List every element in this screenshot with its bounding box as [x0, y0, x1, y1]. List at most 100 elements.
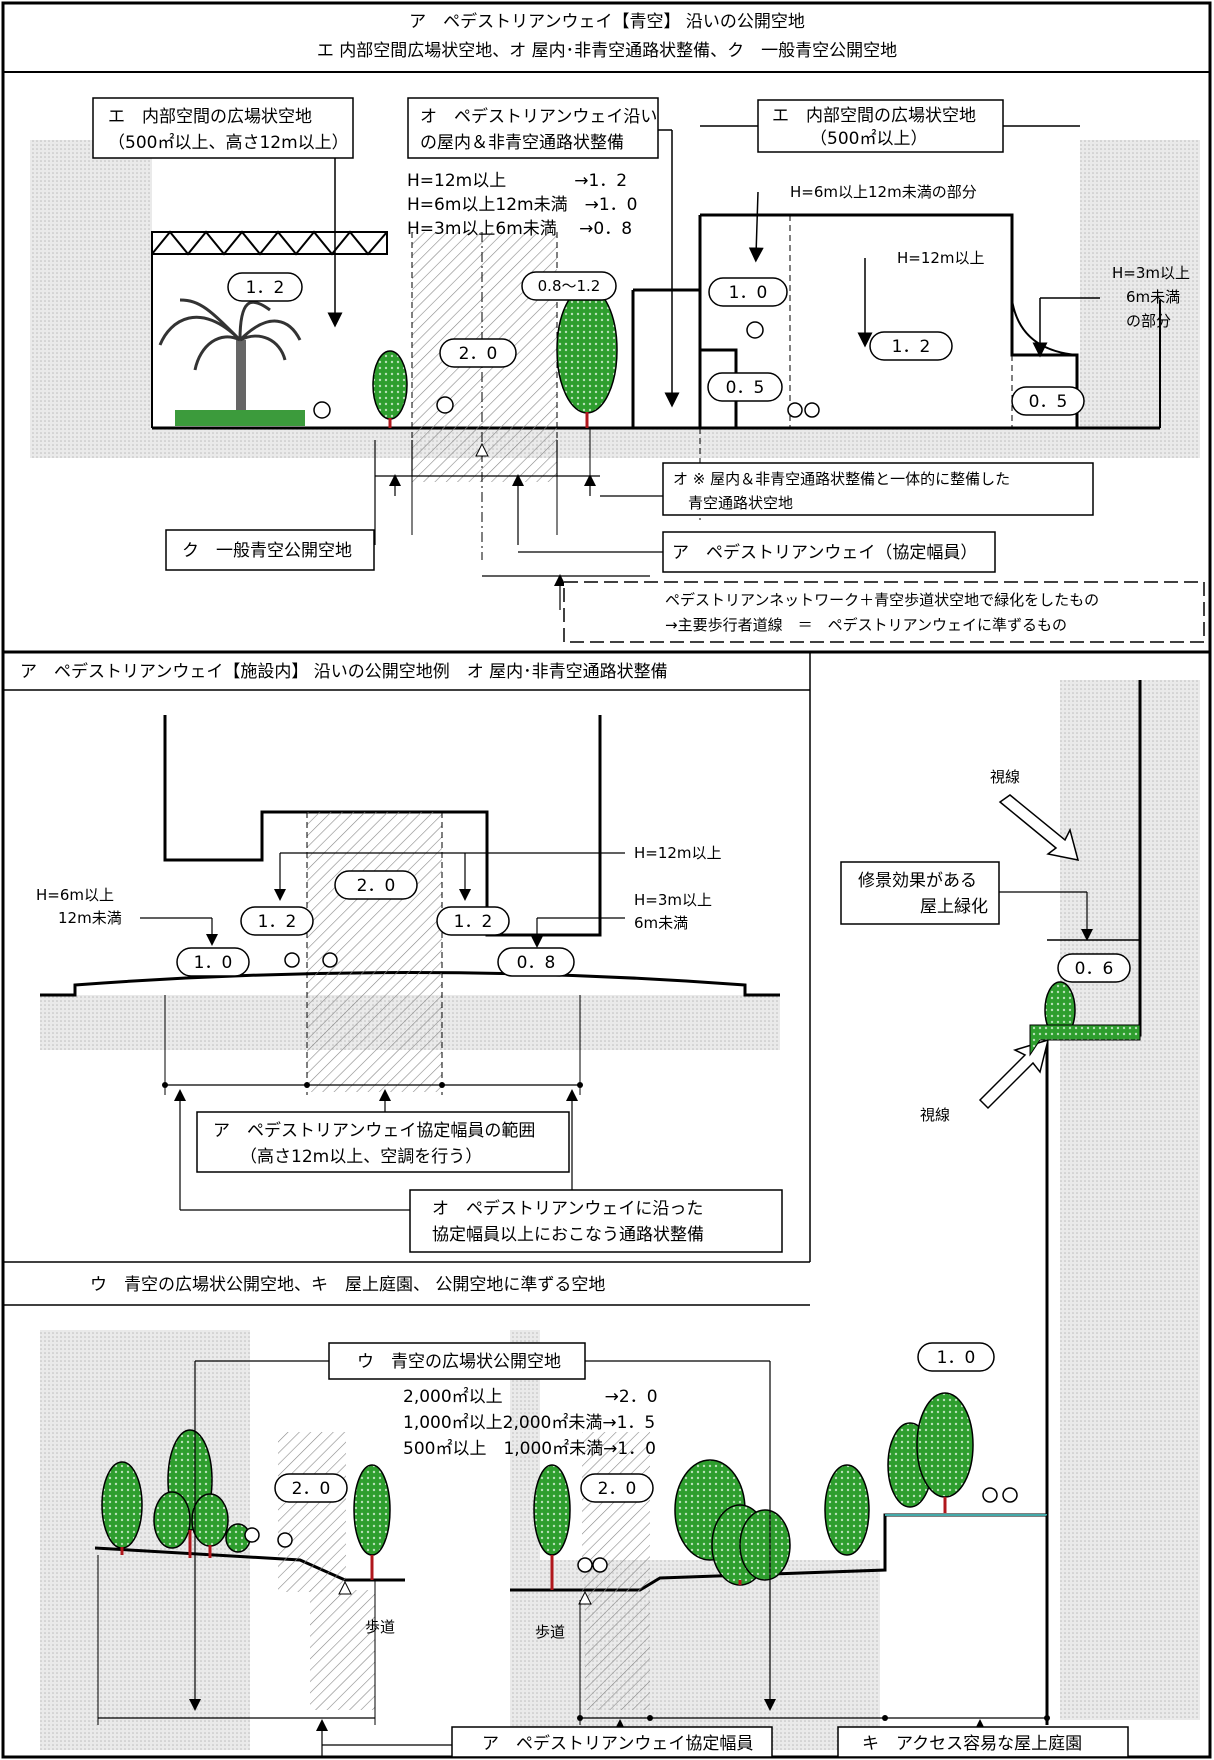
top-title-1: ア ペデストリアンウェイ【青空】 沿いの公開空地: [409, 11, 805, 32]
tree-group-right: [533, 1392, 974, 1590]
h-rule-2: H=6m以上12m未満 →1．0: [407, 195, 637, 215]
bottom-rule-3: 500㎡以上 1,000㎡未満→1．0: [403, 1439, 656, 1459]
tree-icon: [191, 1493, 229, 1547]
box-o-note-line1: オ ※ 屋内＆非青空通路状整備と一体的に整備した: [673, 470, 1010, 488]
tree-icon: [916, 1392, 974, 1498]
label-h12: H=12m以上: [897, 249, 985, 267]
value-1-2: 1．2: [246, 278, 285, 298]
sightline-bottom-label: 視線: [920, 1106, 950, 1124]
bottom-rule-1: 2,000㎡以上 →2．0: [403, 1387, 658, 1407]
mid-box-o-line2: 協定幅員以上におこなう通路状整備: [432, 1225, 704, 1245]
top-ground: [30, 428, 1200, 458]
box-o-line2: の屋内＆非青空通路状整備: [420, 133, 624, 153]
sightline-arrow-icon: [998, 794, 1080, 861]
network-line1: ペデストリアンネットワーク＋青空歩道状空地で緑化をしたもの: [665, 591, 1099, 609]
person-icon: [787, 402, 803, 418]
person-icon: [313, 401, 331, 419]
right-box-line2: 屋上緑化: [920, 897, 988, 917]
right-building: [631, 213, 1079, 428]
middle-hatch: [307, 812, 442, 1092]
box-e-left: [92, 97, 354, 159]
bottom-box-a: [451, 1726, 773, 1758]
mid-label-h6-b: 12m未満: [58, 909, 122, 927]
mid-box-a-line1: ア ペデストリアンウェイ協定幅員の範囲: [213, 1120, 535, 1141]
mid-label-h3-a: H=3m以上: [634, 891, 712, 909]
tree-icon: [101, 1461, 143, 1549]
tree-icon: [533, 1464, 571, 1556]
right-box: [840, 861, 1000, 925]
person-icon: [1002, 1487, 1018, 1503]
box-ku: [165, 529, 375, 571]
network-line2: →主要歩行者道線 ＝ ペデストリアンウェイに準ずるもの: [665, 616, 1067, 634]
value-0-8-1-2: 0.8～1.2: [538, 277, 601, 295]
tree-icon: [824, 1464, 870, 1556]
mid-value-1-2-left: 1．2: [258, 912, 297, 932]
person-icon: [322, 952, 338, 968]
mid-label-h3-b: 6m未満: [634, 914, 688, 932]
box-o-note-line2: 青空通路状空地: [688, 494, 793, 512]
tree-icon: [353, 1464, 391, 1556]
box-u-label: ウ 青空の広場状公開空地: [357, 1352, 561, 1372]
bottom-title: ウ 青空の広場状公開空地、キ 屋上庭園、 公開空地に準ずる空地: [90, 1275, 605, 1295]
bottom-box-ki: [837, 1726, 1129, 1758]
label-h3-6-a: H=3m以上: [1112, 264, 1190, 282]
mid-box-a-line2: （高さ12m以上、空調を行う）: [240, 1147, 482, 1167]
box-e-right-line1: エ 内部空間の広場状空地: [772, 106, 976, 126]
bottom-value-2-0-right: 2．0: [598, 1479, 637, 1499]
person-icon: [277, 1532, 293, 1548]
value-0-5-left: 0．5: [726, 378, 765, 398]
mid-value-1-0: 1．0: [194, 953, 233, 973]
box-a-width: [662, 531, 996, 573]
person-icon: [244, 1527, 260, 1543]
box-ku-label: ク 一般青空公開空地: [182, 541, 352, 561]
person-icon: [804, 402, 820, 418]
right-value-0-6: 0．6: [1075, 959, 1114, 979]
right-box-line1: 修景効果がある: [858, 871, 977, 891]
box-o-line1: オ ペデストリアンウェイ沿い: [420, 106, 657, 127]
tree-icon: [372, 350, 408, 420]
h-rule-3: H=3m以上6m未満 →0．8: [407, 219, 632, 239]
roof-greenery: [1029, 1024, 1141, 1057]
mid-value-2-0: 2．0: [357, 876, 396, 896]
bottom-box-ki-label: キ アクセス容易な屋上庭園: [862, 1734, 1082, 1754]
top-title-2: エ 内部空間広場状空地、オ 屋内･非青空通路状整備、ク 一般青空公開空地: [317, 41, 897, 61]
tree-icon: [739, 1509, 791, 1581]
mid-value-0-8: 0．8: [517, 953, 556, 973]
person-icon: [592, 1557, 608, 1573]
box-a-width-label: ア ペデストリアンウェイ（協定幅員）: [672, 542, 977, 563]
value-0-5-right: 0．5: [1029, 392, 1068, 412]
person-icon: [577, 1557, 593, 1573]
label-h3-6-b: 6m未満: [1126, 288, 1180, 306]
box-e-right-line2: （500㎡以上）: [810, 129, 927, 149]
value-1-2-right: 1．2: [892, 337, 931, 357]
palm-tree-icon: [158, 298, 305, 426]
value-2-0: 2．0: [459, 344, 498, 364]
label-h6-12: H=6m以上12m未満の部分: [790, 183, 977, 201]
sidewalk-right-label: 歩道: [535, 1623, 565, 1641]
sidewalk-left-label: 歩道: [365, 1618, 395, 1636]
h-rule-1: H=12m以上 →1．2: [407, 171, 627, 191]
sightline-top-label: 視線: [990, 768, 1020, 786]
box-network: [563, 581, 1205, 643]
value-1-0: 1．0: [729, 283, 768, 303]
middle-title: ア ペデストリアンウェイ【施設内】 沿いの公開空地例 オ 屋内･非青空通路状整備: [20, 661, 668, 682]
sightline-arrow-icon: [978, 1038, 1050, 1110]
mid-label-h6-a: H=6m以上: [36, 886, 114, 904]
tree-icon: [556, 286, 618, 414]
mid-value-1-2-right: 1．2: [454, 912, 493, 932]
bottom-rule-2: 1,000㎡以上2,000㎡未満→1．5: [403, 1413, 655, 1433]
person-icon: [436, 396, 454, 414]
person-icon: [284, 952, 300, 968]
tree-group-left: [101, 1429, 391, 1580]
bottom-value-2-0-left: 2．0: [292, 1479, 331, 1499]
mid-box-o: [409, 1189, 783, 1253]
mid-box-a: [196, 1111, 570, 1173]
label-h3-6-c: の部分: [1126, 312, 1171, 330]
mid-box-o-line1: オ ペデストリアンウェイに沿った: [432, 1198, 703, 1219]
box-u: [328, 1342, 586, 1380]
tree-icon: [153, 1491, 191, 1549]
box-e-left-line2: （500㎡以上、高さ12m以上）: [108, 133, 349, 153]
bottom-box-a-label: ア ペデストリアンウェイ協定幅員: [482, 1733, 753, 1754]
person-icon: [982, 1487, 998, 1503]
